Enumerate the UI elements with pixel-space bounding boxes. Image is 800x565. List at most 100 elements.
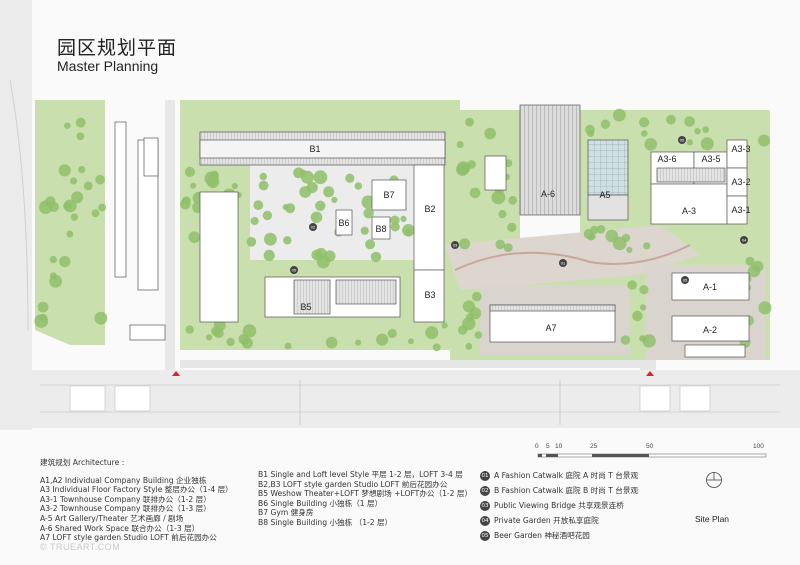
- tree: [310, 211, 323, 224]
- label-b2: B2: [424, 204, 435, 214]
- tree: [75, 117, 86, 128]
- building-left-1: [114, 121, 127, 278]
- building-b3: [413, 269, 445, 323]
- tree: [363, 208, 374, 219]
- tree: [752, 260, 764, 272]
- tree: [387, 328, 397, 339]
- tree: [262, 210, 273, 221]
- tree: [507, 222, 517, 232]
- legend-architecture: 建筑规划 Architecture : A1,A2 Individual Com…: [40, 458, 250, 543]
- label-b7: B7: [383, 190, 394, 200]
- legend-row: B8 Single Building 小独栋 （1-2 层）: [258, 517, 393, 527]
- marker-number: 04: [480, 515, 490, 526]
- tree: [390, 215, 400, 225]
- page-title-cn: 园区规划平面: [57, 37, 178, 59]
- tree: [508, 196, 517, 205]
- marker-number: 05: [480, 530, 490, 541]
- tree: [390, 222, 400, 232]
- tree: [643, 242, 651, 250]
- tree: [407, 338, 414, 345]
- tree: [190, 182, 197, 189]
- tree: [587, 130, 594, 138]
- label-b1: B1: [309, 144, 320, 154]
- tree: [590, 225, 599, 235]
- tree: [498, 210, 507, 219]
- tree: [472, 291, 482, 302]
- tree: [226, 337, 235, 347]
- label-a35: A3-5: [701, 154, 720, 164]
- building-b-long: [199, 191, 239, 323]
- tree: [639, 117, 650, 128]
- building-b6: [335, 209, 353, 236]
- tree: [404, 229, 413, 237]
- scale-label: 50: [646, 443, 654, 450]
- label-a32: A3-2: [731, 177, 750, 187]
- marker-02: 02: [309, 223, 317, 231]
- marker-03: 03: [451, 241, 459, 249]
- legend-landscape-row: 04 Private Garden 开放私享庭院: [480, 513, 680, 528]
- tree: [49, 274, 62, 288]
- tree: [313, 170, 328, 185]
- tree: [495, 239, 506, 250]
- label-b8: B8: [375, 224, 386, 234]
- label-a6: A-6: [541, 189, 555, 199]
- tree: [70, 177, 78, 185]
- building-bottom-right: [684, 344, 746, 358]
- page-title-en: Master Planning: [57, 58, 159, 74]
- tree: [311, 249, 323, 261]
- legend-row: B7 Gym 健身房: [258, 508, 314, 518]
- entry-markers: [172, 371, 654, 376]
- tree: [282, 204, 289, 211]
- label-a2: A-2: [703, 325, 717, 335]
- building-left-4: [129, 324, 166, 341]
- tree: [299, 169, 307, 176]
- tree: [700, 137, 714, 151]
- label-a36: A3-6: [657, 154, 676, 164]
- label-a5: A5: [599, 190, 610, 200]
- buildings: [114, 104, 750, 358]
- tree: [441, 322, 448, 329]
- svg-text:05: 05: [683, 278, 688, 283]
- tree: [37, 301, 49, 313]
- scale-bar: [537, 453, 767, 458]
- tree: [283, 236, 292, 245]
- svg-text:04: 04: [742, 238, 747, 243]
- tree: [361, 195, 375, 209]
- tree: [83, 181, 93, 191]
- legend-row: A1,A2 Individual Company Building 企业独栋: [40, 475, 207, 485]
- tree: [315, 200, 326, 211]
- tree: [620, 335, 631, 345]
- building-b7: [371, 179, 407, 211]
- marker-04: 04: [740, 236, 748, 244]
- label-b5: B5: [300, 302, 311, 312]
- marker-number: 01: [480, 470, 490, 481]
- tree: [456, 161, 471, 175]
- building-a2: [671, 315, 750, 342]
- scale-label: 10: [555, 443, 563, 450]
- legend-row: B1 Single and Loft level Style 平层 1-2 层，…: [258, 470, 463, 479]
- tree: [376, 333, 389, 346]
- tree: [78, 165, 86, 174]
- tree: [331, 196, 338, 203]
- label-b6: B6: [338, 218, 349, 228]
- svg-text:02: 02: [311, 225, 316, 230]
- landscape-markers: 01 02 03 04 05 05 05: [290, 136, 748, 284]
- tree: [745, 256, 755, 266]
- legend-landscape-text: Public Viewing Bridge 共享观景连桥: [494, 500, 624, 510]
- marker-number: 03: [480, 500, 490, 511]
- tree: [39, 314, 48, 322]
- tree: [432, 343, 441, 352]
- tree: [758, 134, 771, 147]
- legend-row: A-5 Art Gallery/Theater 艺术画廊 / 剧场: [40, 513, 184, 523]
- legend-landscape-text: Private Garden 开放私享庭院: [494, 515, 599, 525]
- label-a3: A-3: [682, 206, 696, 216]
- tree: [95, 174, 105, 185]
- marker-number: 02: [480, 485, 490, 496]
- tree: [491, 190, 506, 205]
- scale-label: 100: [753, 443, 764, 450]
- tree: [246, 237, 257, 247]
- tree: [666, 114, 676, 125]
